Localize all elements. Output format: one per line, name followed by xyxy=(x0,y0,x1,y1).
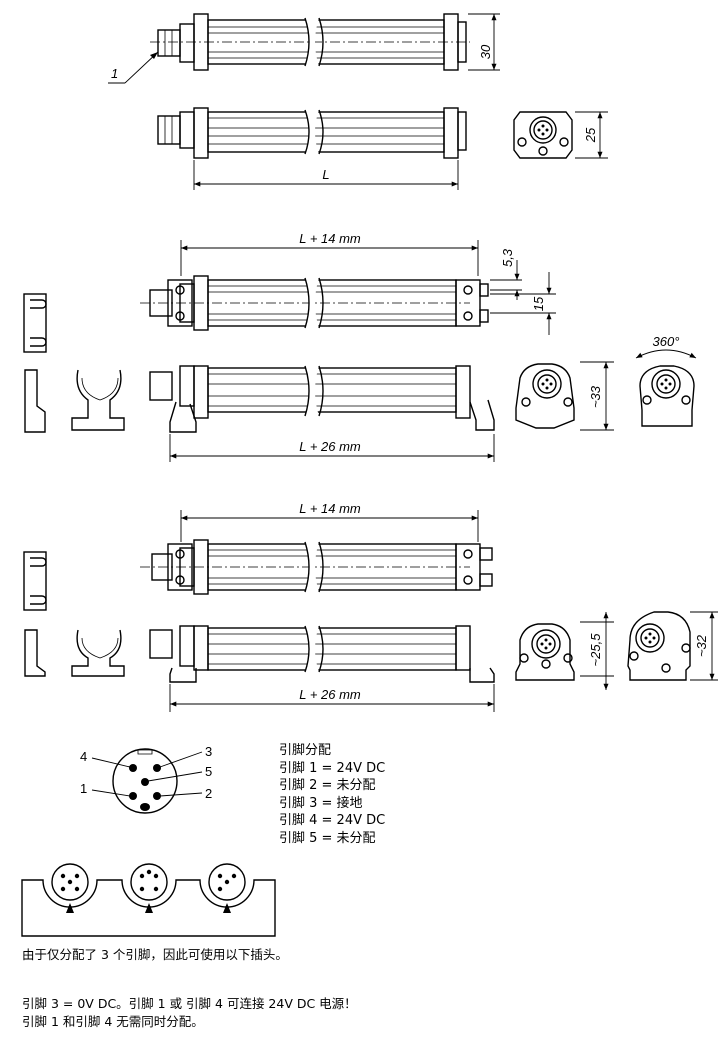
end-view-bracket-b: ~25,5 xyxy=(515,612,614,690)
end-view-rotatable-a: 360° xyxy=(635,334,697,427)
dim-length-l14-a: L + 14 mm xyxy=(299,231,361,246)
dim-height-32: ~32 xyxy=(694,634,709,657)
end-view-plain: 25 xyxy=(513,111,608,159)
bar-with-base-side-b: L + 26 mm xyxy=(149,625,495,712)
plug-option-3 xyxy=(208,863,246,913)
bracket-detail-set-a xyxy=(23,293,125,433)
pin-label-5: 5 xyxy=(205,764,212,779)
pin-label-3: 3 xyxy=(205,744,212,759)
pin-assignment-block: 引脚分配 引脚 1 = 24V DC 引脚 2 = 未分配 引脚 3 = 接地 … xyxy=(279,742,385,848)
dim-height-30: 30 xyxy=(478,44,493,59)
wiring-note-1: 引脚 3 = 0V DC。引脚 1 或 引脚 4 可连接 24V DC 电源！ xyxy=(22,996,357,1011)
dim-length-l: L xyxy=(322,167,329,182)
plug-note: 由于仅分配了 3 个引脚，因此可使用以下插头。 xyxy=(22,947,288,962)
pin-assignment-line-2: 引脚 2 = 未分配 xyxy=(279,778,376,794)
dim-height-25: 25 xyxy=(583,127,598,143)
dim-rotation-360: 360° xyxy=(653,334,680,349)
plug-options-diagram xyxy=(21,863,276,937)
bar-with-brackets-top-b: L + 14 mm xyxy=(140,501,493,595)
plug-option-2 xyxy=(130,863,168,913)
bracket-detail-set-b xyxy=(23,551,125,677)
pin-assignment-line-3: 引脚 3 = 接地 xyxy=(279,795,363,811)
plug-option-1 xyxy=(51,863,89,913)
pin-assignment-line-1: 引脚 1 = 24V DC xyxy=(279,760,386,776)
dim-length-l14-b: L + 14 mm xyxy=(299,501,361,516)
dim-offset-15: 15 xyxy=(531,296,546,311)
dim-offset-5-3: 5,3 xyxy=(500,248,515,267)
pin-label-2: 2 xyxy=(205,786,212,801)
bar-top-view: 30 1 xyxy=(108,13,500,84)
dim-height-33: ~33 xyxy=(588,385,603,408)
pin-assignment-title: 引脚分配 xyxy=(279,743,332,758)
dim-height-25-5: ~25,5 xyxy=(588,633,603,667)
bar-with-brackets-top: L + 14 mm 5,3 15 xyxy=(140,231,556,335)
pin-label-4: 4 xyxy=(80,749,87,764)
dim-length-l26-a: L + 26 mm xyxy=(299,439,361,454)
wiring-note-2: 引脚 1 和引脚 4 无需同时分配。 xyxy=(22,1014,204,1029)
bar-side-view: L xyxy=(157,107,467,190)
bar-with-base-side: L + 26 mm xyxy=(149,365,495,462)
callout-1: 1 xyxy=(111,66,118,81)
pin-label-1: 1 xyxy=(80,781,87,796)
pin-assignment-line-4: 引脚 4 = 24V DC xyxy=(279,813,386,829)
pin-assignment-line-5: 引脚 5 = 未分配 xyxy=(279,830,376,846)
end-view-rotatable-b: ~32 xyxy=(627,611,718,681)
dim-length-l26-b: L + 26 mm xyxy=(299,687,361,702)
end-view-bracket-a: ~33 xyxy=(515,361,614,431)
connector-pin-diagram: 4 3 5 1 2 xyxy=(80,744,212,814)
